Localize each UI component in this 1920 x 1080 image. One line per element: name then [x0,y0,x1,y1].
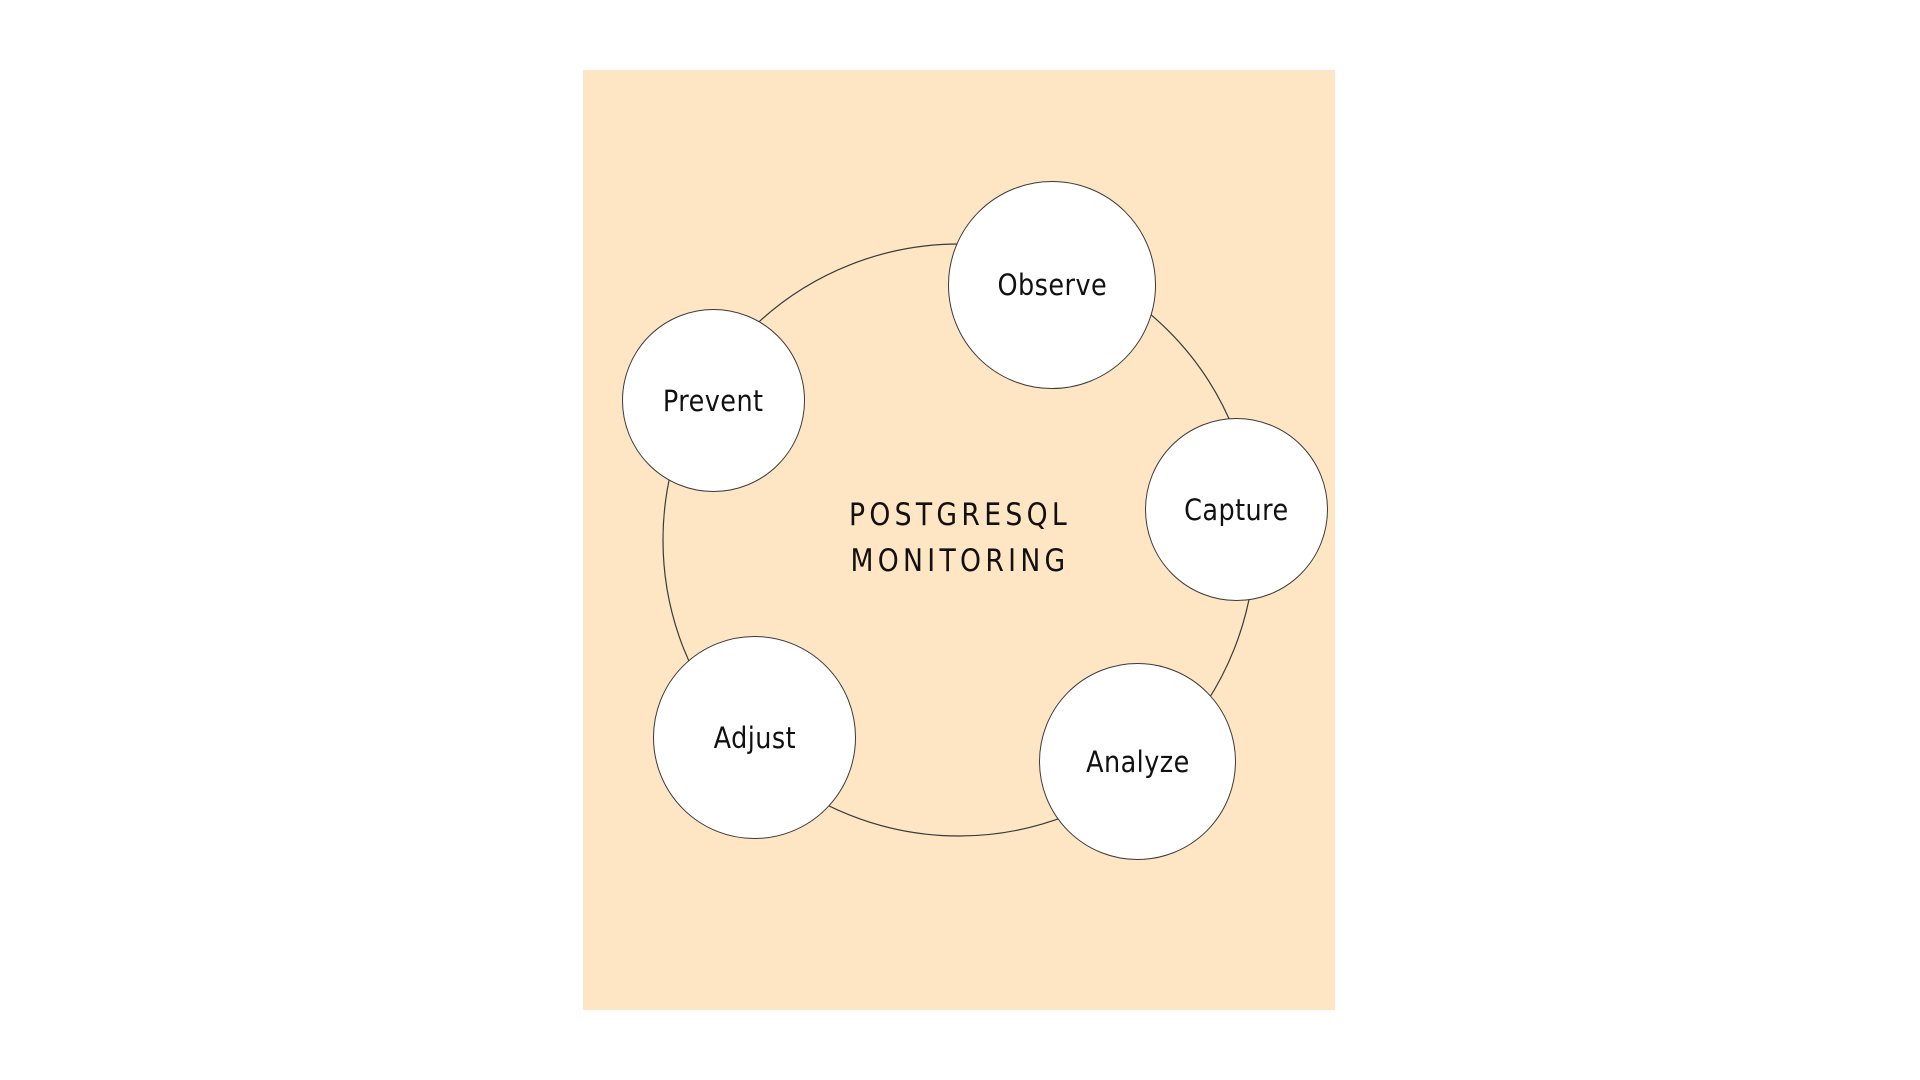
node-observe: Observe [948,181,1156,389]
node-capture: Capture [1145,418,1328,601]
node-label: Prevent [663,383,764,418]
node-label: Capture [1184,492,1289,527]
node-analyze: Analyze [1039,663,1236,860]
node-prevent: Prevent [622,309,805,492]
node-label: Adjust [713,720,796,755]
diagram-title: POSTGRESQL MONITORING [822,492,1097,584]
title-line-1: POSTGRESQL [848,497,1072,533]
title-line-2: MONITORING [850,543,1070,579]
node-label: Observe [997,268,1107,302]
node-label: Analyze [1085,744,1190,779]
node-adjust: Adjust [653,636,856,839]
